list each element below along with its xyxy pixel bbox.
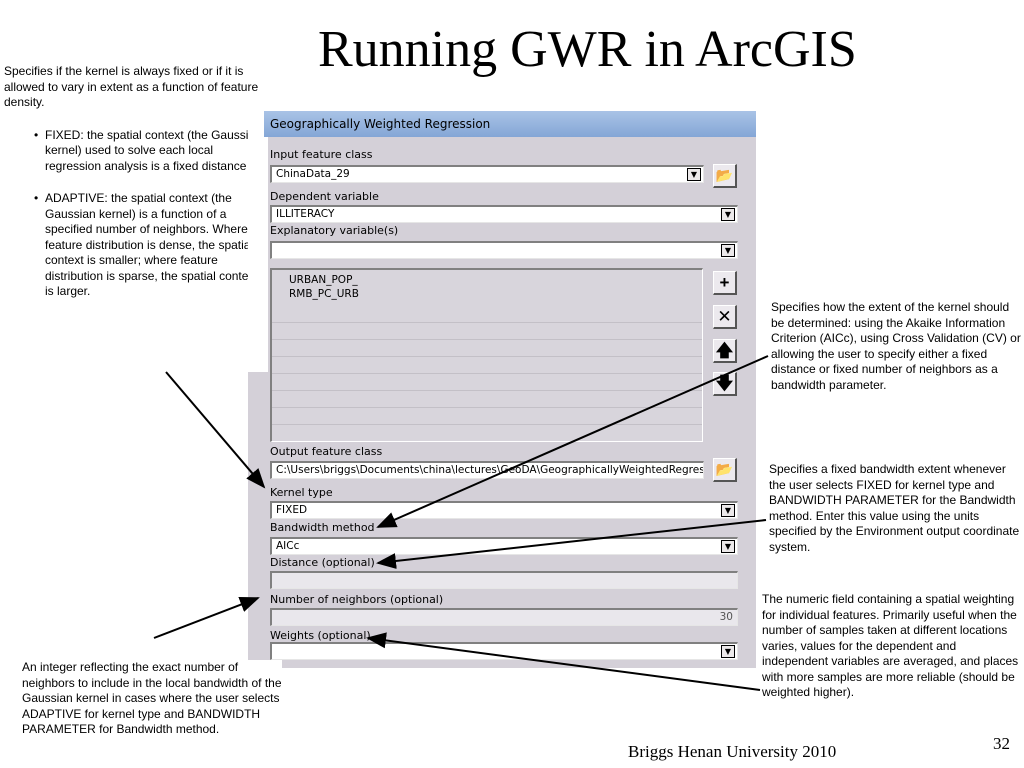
dependent-variable-select[interactable]: ILLITERACY ▼ — [270, 205, 738, 223]
arrow-up-icon[interactable]: 🡅 — [713, 339, 737, 363]
slide-footer: Briggs Henan University 2010 — [628, 742, 837, 761]
chevron-down-icon[interactable]: ▼ — [687, 168, 701, 181]
distance-arrow — [376, 519, 767, 569]
chevron-down-icon[interactable]: ▼ — [721, 645, 735, 658]
distance-note: Specifies a fixed bandwidth extent whene… — [769, 462, 1020, 554]
explanatory-variables-list[interactable]: URBAN_POP_ RMB_PC_URB — [270, 268, 703, 442]
bandwidth-method-note: Specifies how the extent of the kernel s… — [771, 300, 1021, 392]
number-of-neighbors-field[interactable]: 30 — [270, 608, 738, 626]
page-number: 32 — [993, 734, 1010, 753]
kernel-type-note: Specifies if the kernel is always fixed … — [4, 64, 266, 317]
x-icon[interactable]: ✕ — [713, 305, 737, 329]
folder-open-icon[interactable]: 📂 — [713, 164, 737, 188]
number-of-neighbors-label: Number of neighbors (optional) — [270, 593, 444, 606]
bandwidth-method-value: AICc — [276, 540, 300, 552]
output-feature-class-field[interactable]: C:\Users\briggs\Documents\china\lectures… — [270, 461, 704, 479]
bandwidth-method-label: Bandwidth method — [270, 521, 375, 534]
list-item[interactable]: URBAN_POP_ — [289, 274, 358, 286]
input-feature-class-label: Input feature class — [270, 148, 373, 161]
input-feature-class-field[interactable]: ChinaData_29 ▼ — [270, 165, 704, 183]
kernel-adaptive-bullet: ADAPTIVE: the spatial context (the Gauss… — [4, 191, 266, 300]
kernel-intro-text: Specifies if the kernel is always fixed … — [4, 64, 259, 109]
output-feature-class-value: C:\Users\briggs\Documents\china\lectures… — [276, 464, 704, 476]
weights-select[interactable]: ▼ — [270, 642, 738, 660]
weights-note: The numeric field containing a spatial w… — [762, 592, 1019, 699]
input-feature-class-value: ChinaData_29 — [276, 168, 350, 180]
weights-label: Weights (optional) — [270, 629, 371, 642]
plus-icon[interactable]: + — [713, 271, 737, 295]
kernel-type-arrow — [165, 371, 266, 489]
folder-open-icon[interactable]: 📂 — [713, 458, 737, 482]
kernel-options-list: FIXED: the spatial context (the Gaussian… — [4, 128, 266, 300]
bandwidth-method-arrow — [376, 355, 769, 528]
distance-label: Distance (optional) — [270, 556, 375, 569]
chevron-down-icon[interactable]: ▼ — [721, 244, 735, 257]
dependent-variable-value: ILLITERACY — [276, 208, 335, 220]
dependent-variable-label: Dependent variable — [270, 190, 379, 203]
bandwidth-method-select[interactable]: AICc ▼ — [270, 537, 738, 555]
chevron-down-icon[interactable]: ▼ — [721, 540, 735, 553]
output-feature-class-label: Output feature class — [270, 445, 383, 458]
kernel-type-value: FIXED — [276, 504, 308, 516]
chevron-down-icon[interactable]: ▼ — [721, 504, 735, 517]
kernel-fixed-bullet: FIXED: the spatial context (the Gaussian… — [4, 128, 266, 175]
weights-arrow — [366, 632, 761, 691]
distance-field[interactable] — [270, 571, 738, 589]
list-item[interactable]: RMB_PC_URB — [289, 287, 359, 300]
chevron-down-icon[interactable]: ▼ — [721, 208, 735, 221]
kernel-type-label: Kernel type — [270, 486, 333, 499]
slide-title: Running GWR in ArcGIS — [318, 21, 857, 78]
dialog-title: Geographically Weighted Regression — [264, 111, 756, 137]
number-of-neighbors-value: 30 — [719, 611, 733, 623]
explanatory-variable-select[interactable]: ▼ — [270, 241, 738, 259]
neighbors-note: An integer reflecting the exact number o… — [22, 660, 282, 738]
neighbors-arrow — [153, 596, 260, 639]
explanatory-variables-label: Explanatory variable(s) — [270, 224, 399, 237]
arrow-down-icon[interactable]: 🡇 — [713, 372, 737, 396]
